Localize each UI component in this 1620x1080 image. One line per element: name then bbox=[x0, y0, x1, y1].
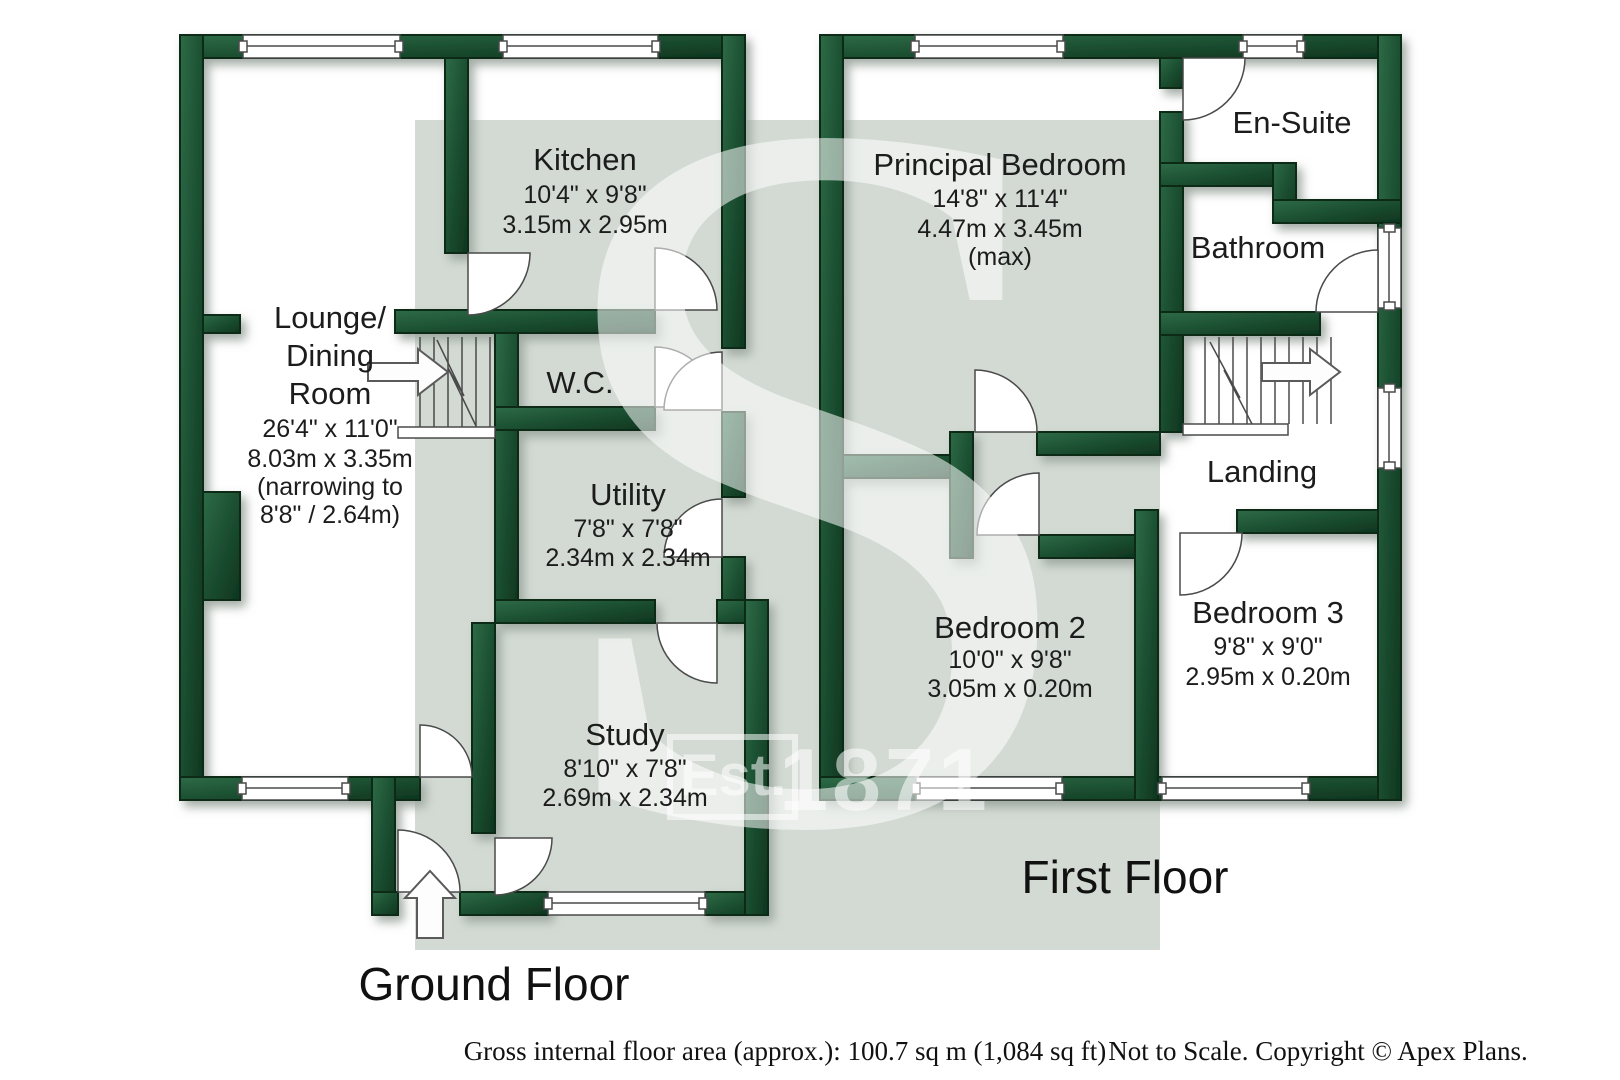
window bbox=[910, 34, 1066, 59]
lounge-dims-imperial: 26'4" x 11'0" bbox=[262, 415, 397, 443]
watermark-letter: S bbox=[529, 0, 1102, 1043]
windows bbox=[237, 34, 1402, 916]
landing-label: Landing bbox=[1207, 454, 1317, 489]
wall bbox=[744, 599, 769, 916]
lounge-label-line2: Dining bbox=[286, 338, 374, 373]
window bbox=[1377, 223, 1402, 311]
wall-ensuite-stub bbox=[1159, 57, 1184, 89]
wall-bathroom-south bbox=[1159, 311, 1321, 336]
lounge-dims-metric: 8.03m x 3.35m bbox=[247, 445, 412, 473]
bedroom2-label: Bedroom 2 bbox=[934, 610, 1086, 645]
window bbox=[911, 776, 1065, 801]
utility-study-door-arc bbox=[656, 622, 718, 684]
back-door-arc bbox=[663, 351, 723, 411]
stairs-up-arrow-ground bbox=[367, 346, 450, 398]
principal-bedroom-label: Principal Bedroom bbox=[873, 147, 1126, 182]
window bbox=[1377, 383, 1402, 471]
stairs-break-line bbox=[1209, 341, 1253, 425]
wall-pb-east bbox=[1159, 111, 1184, 433]
lounge-label-line3: Room bbox=[289, 376, 372, 411]
kitchen-dims-imperial: 10'4" x 9'8" bbox=[523, 181, 646, 209]
ground-floor-title: Ground Floor bbox=[358, 958, 629, 1010]
direction-arrows bbox=[367, 346, 1342, 939]
wall bbox=[371, 891, 399, 916]
ensuite-door-arc bbox=[1182, 57, 1246, 121]
kitchen-lobby-door-arc bbox=[654, 247, 718, 311]
wall-chimney bbox=[202, 491, 241, 601]
study-dims-metric: 2.69m x 2.34m bbox=[542, 784, 707, 812]
wall-utility-bottom bbox=[494, 599, 656, 624]
window bbox=[498, 34, 661, 59]
utility-label: Utility bbox=[590, 477, 666, 512]
bedroom3-door-arc bbox=[1179, 532, 1243, 596]
wall-bed-divider bbox=[1134, 509, 1159, 801]
study-label: Study bbox=[585, 717, 665, 752]
wall-hall-vertical bbox=[949, 431, 974, 559]
bathroom-door-arc bbox=[1315, 249, 1379, 313]
entrance-arrow bbox=[402, 869, 458, 939]
bedroom3-label: Bedroom 3 bbox=[1192, 595, 1344, 630]
utility-dims-imperial: 7'8" x 7'8" bbox=[573, 515, 682, 543]
bedroom3-dims-imperial: 9'8" x 9'0" bbox=[1213, 633, 1322, 661]
kitchen-door-arc bbox=[467, 252, 531, 316]
lounge-label-line1: Lounge/ bbox=[274, 300, 386, 335]
wall-pb-south-right bbox=[1036, 431, 1161, 456]
window bbox=[237, 776, 351, 801]
wall-stub bbox=[202, 314, 241, 334]
bedroom3-dims-metric: 2.95m x 0.20m bbox=[1185, 663, 1350, 691]
first-floor-labels: Principal Bedroom 14'8" x 11'4" 4.47m x … bbox=[873, 105, 1351, 703]
wall-study-left bbox=[471, 622, 496, 834]
wall bbox=[179, 34, 204, 801]
footer-area-text: Gross internal floor area (approx.): 100… bbox=[464, 1036, 1107, 1066]
stairs-up-arrow-first bbox=[1261, 346, 1342, 398]
wall-kitchen-divider bbox=[444, 57, 469, 254]
wall-wc-bottom bbox=[494, 406, 656, 431]
wc-label: W.C. bbox=[546, 365, 613, 400]
wall-wc-left bbox=[494, 332, 519, 624]
watermark-year: 1871 bbox=[779, 730, 991, 829]
principal-bedroom-dims-metric: 4.47m x 3.45m bbox=[917, 215, 1082, 243]
kitchen-label: Kitchen bbox=[533, 142, 636, 177]
watermark-est-label: Est. bbox=[680, 743, 786, 808]
titles: Ground Floor First Floor Gross internal … bbox=[358, 851, 1527, 1066]
hall-study-door-arc bbox=[494, 837, 553, 896]
utility-side-door-arc bbox=[663, 498, 723, 558]
principal-bedroom-dims-imperial: 14'8" x 11'4" bbox=[932, 185, 1067, 213]
watermark: S Est. 1871 bbox=[529, 0, 1102, 1043]
first-floor-title: First Floor bbox=[1022, 851, 1229, 903]
study-dims-imperial: 8'10" x 7'8" bbox=[563, 755, 686, 783]
bathroom-label: Bathroom bbox=[1191, 230, 1325, 265]
window bbox=[543, 891, 708, 916]
principal-bedroom-note: (max) bbox=[968, 243, 1032, 271]
footer-copyright-text: Not to Scale. Copyright © Apex Plans. bbox=[1108, 1036, 1528, 1066]
kitchen-dims-metric: 3.15m x 2.95m bbox=[502, 211, 667, 239]
ground-floor-labels: Lounge/ Dining Room 26'4" x 11'0" 8.03m … bbox=[247, 142, 710, 812]
bedroom2-door-arc bbox=[976, 472, 1040, 536]
wall bbox=[721, 34, 746, 349]
window bbox=[238, 34, 404, 59]
wall bbox=[721, 411, 746, 498]
lounge-note-line1: (narrowing to bbox=[257, 473, 403, 501]
en-suite-label: En-Suite bbox=[1233, 105, 1352, 140]
window bbox=[1238, 34, 1306, 59]
lounge-note-line2: 8'8" / 2.64m) bbox=[260, 501, 400, 529]
wall-hall bbox=[394, 309, 656, 334]
wall-bed3-north bbox=[1236, 509, 1379, 534]
first-floor-stairs bbox=[1182, 337, 1332, 436]
wall-ensuite-south-b bbox=[1272, 199, 1402, 224]
front-door-arc bbox=[397, 829, 461, 893]
bedroom2-dims-metric: 3.05m x 0.20m bbox=[927, 675, 1092, 703]
principal-bedroom-door-arc bbox=[974, 369, 1038, 433]
bedroom2-dims-imperial: 10'0" x 9'8" bbox=[948, 646, 1071, 674]
door-arcs bbox=[397, 57, 1379, 896]
window bbox=[1157, 776, 1311, 801]
utility-dims-metric: 2.34m x 2.34m bbox=[545, 544, 710, 572]
stairs-break-line bbox=[436, 339, 477, 427]
watermark-est-box bbox=[667, 734, 798, 820]
lounge-hall-door-arc bbox=[419, 724, 473, 778]
